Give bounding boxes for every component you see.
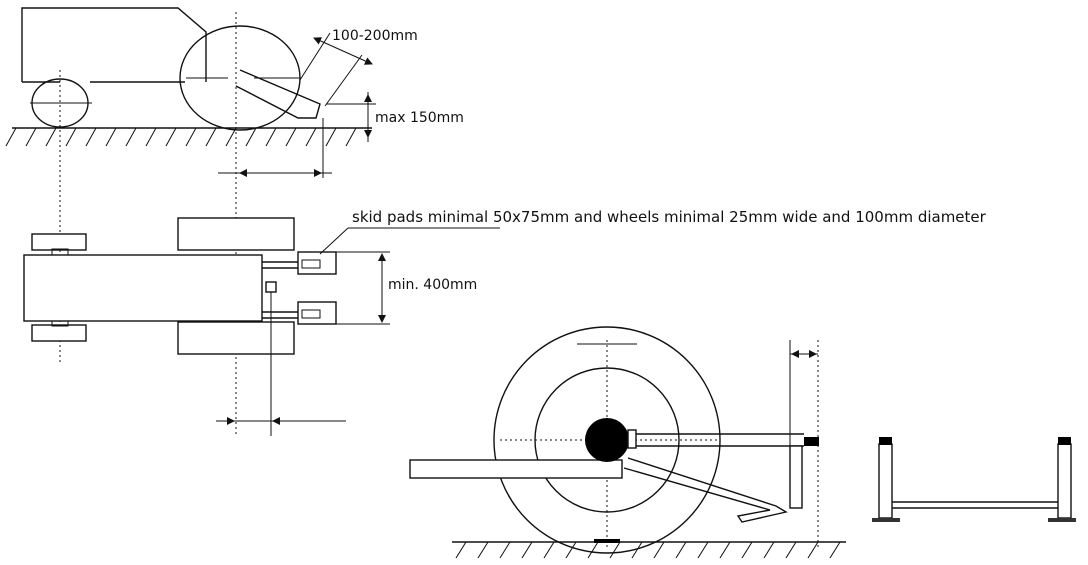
dim-extension-2 [324, 54, 363, 107]
skid-arm [235, 69, 321, 119]
side-view: 100-200mm max 150mm [5, 7, 464, 178]
label-skid-gap: 100-200mm [332, 28, 418, 44]
front-wheel-top-upper [31, 233, 87, 251]
end-foot-left [872, 518, 900, 522]
skid-pad-slot-upper [301, 259, 321, 269]
skid-pad-lower [297, 301, 337, 325]
end-post-right-cap [1058, 437, 1071, 445]
note-leader-diagonal [319, 227, 349, 255]
dim-arrow-skid-gap [313, 37, 373, 65]
axle-tube [409, 459, 623, 479]
detail-hub [585, 418, 629, 462]
tractor-body-outline [21, 7, 207, 82]
tractor-body-top [23, 254, 263, 322]
hub-flange [627, 429, 637, 449]
end-view [872, 437, 1076, 522]
skid-pad-slot-lower [301, 309, 321, 319]
top-view: skid pads minimal 50x75mm and wheels min… [23, 208, 987, 436]
wheel-contact-patch [594, 539, 620, 543]
detail-post [789, 445, 803, 509]
end-post-left [878, 443, 893, 519]
ground-hatch-bottom [455, 541, 841, 559]
end-foot-right [1048, 518, 1076, 522]
end-post-left-cap [879, 437, 892, 445]
label-max-height: max 150mm [375, 110, 464, 126]
rear-wheel-top-lower [177, 321, 295, 355]
arm-end-block [804, 437, 819, 446]
detail-wheel-outer [493, 326, 721, 554]
label-skid-pads-note: skid pads minimal 50x75mm and wheels min… [352, 208, 987, 226]
ground-hatch-top [5, 127, 357, 147]
rear-wheel-top-upper [177, 217, 295, 251]
label-min-width: min. 400mm [388, 277, 477, 293]
skid-pad-upper [297, 251, 337, 275]
hitch-point [265, 281, 277, 293]
skid-strut [623, 457, 788, 523]
end-post-right [1057, 443, 1072, 519]
dim-extension-1 [299, 32, 331, 81]
front-wheel-top-lower [31, 324, 87, 342]
detail-view [409, 326, 846, 559]
